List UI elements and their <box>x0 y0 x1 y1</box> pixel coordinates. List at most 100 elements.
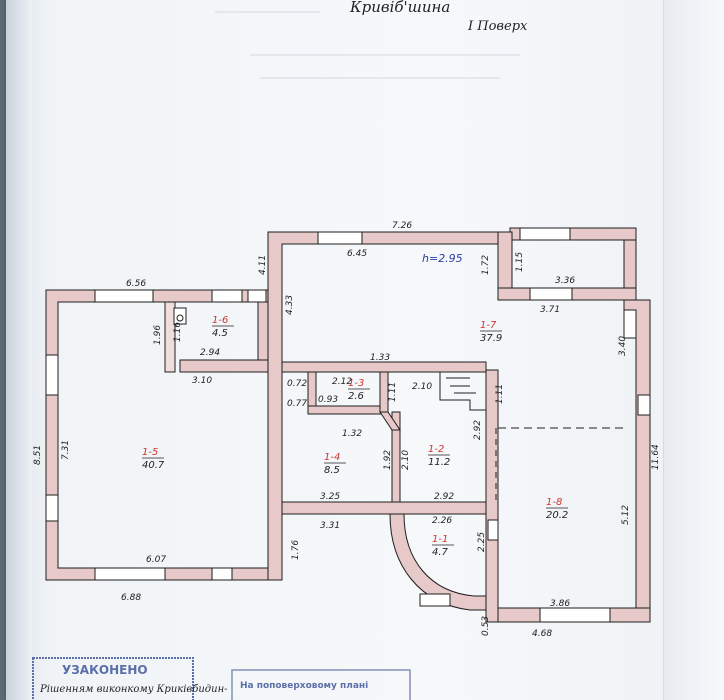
plan-note-stamp: На поповерховому плані <box>231 669 411 700</box>
dimension-label: 2.92 <box>434 492 454 502</box>
dimension-label: 7.31 <box>61 440 71 460</box>
room-label-1-6: 1-64.5 <box>212 315 234 339</box>
sheet-edge <box>6 0 32 700</box>
dimension-label: 6.45 <box>347 249 367 259</box>
dimension-label: 1.72 <box>481 255 491 275</box>
room-id: 1-5 <box>142 447 158 458</box>
room-label-1-7: 1-7 37.9 <box>480 320 502 344</box>
dimension-label: 3.36 <box>555 276 575 286</box>
room-label-1-8: 1-8 20.2 <box>546 497 568 521</box>
stamp-plan-note: На поповерховому плані <box>240 680 368 691</box>
room-area: 2.6 <box>348 391 364 402</box>
window <box>623 309 637 339</box>
window <box>317 231 363 245</box>
room-area: 37.9 <box>480 333 502 344</box>
window <box>519 227 571 241</box>
room-id: 1-2 <box>428 444 444 455</box>
window <box>211 567 233 581</box>
window <box>247 289 267 303</box>
room-area: 20.2 <box>546 510 568 521</box>
dimension-label: 0.53 <box>481 616 491 636</box>
wall-inner-top <box>281 361 487 373</box>
window <box>94 289 154 303</box>
wall-1-6-left <box>164 301 176 373</box>
dimension-label: 7.26 <box>392 221 412 231</box>
room-label-1-5: 1-5 40.7 <box>142 447 165 471</box>
room-area: 11.2 <box>428 457 450 468</box>
room-id: 1-4 <box>324 452 340 463</box>
room-label-1-1: 1-14.7 <box>432 534 454 558</box>
dimension-label: 5.12 <box>621 505 631 525</box>
dimension-label: 1.11 <box>495 384 505 404</box>
window <box>637 394 651 416</box>
dimension-label: 1.32 <box>342 429 362 439</box>
dimension-label: 2.10 <box>412 382 432 392</box>
dimension-label: 4.33 <box>285 295 295 315</box>
room-area: 8.5 <box>324 465 340 476</box>
wall-room-1-1-curve <box>389 513 487 611</box>
header-title: Кривіб'шина <box>349 0 450 16</box>
wall-1-4-bottom <box>281 501 487 515</box>
stamp-approved-line: Рішенням виконкому Криківбидин- <box>39 684 228 695</box>
stairs <box>439 372 486 411</box>
room-id: 1-6 <box>212 315 228 326</box>
dimension-label: 6.88 <box>121 593 141 603</box>
dimension-label: 1.33 <box>370 353 390 363</box>
room-id: 1-7 <box>480 320 497 331</box>
window <box>45 354 59 396</box>
room-area: 4.7 <box>432 547 449 558</box>
dimension-label: 2.94 <box>200 348 220 358</box>
window <box>487 519 499 541</box>
room-label-1-4: 1-48.5 <box>324 452 346 476</box>
room-label-1-2: 1-2 11.2 <box>428 444 450 468</box>
dimension-label: 3.40 <box>618 336 628 356</box>
window <box>539 607 611 623</box>
dimension-label: 8.51 <box>33 445 43 465</box>
dimension-label: 4.11 <box>258 255 268 275</box>
dimension-label: 3.71 <box>540 305 560 315</box>
dimension-label: 2.12 <box>332 377 352 387</box>
dimension-label: 6.07 <box>146 555 166 565</box>
dimension-label: 4.68 <box>532 629 552 639</box>
dimension-label: 2.92 <box>473 420 483 440</box>
right-page <box>663 0 724 700</box>
dimension-label: 2.25 <box>477 532 487 552</box>
dimension-label: 3.25 <box>320 492 340 502</box>
room-label-1-3: 1-32.6 <box>348 378 370 402</box>
window <box>529 287 573 301</box>
wall-1-2-slant <box>379 411 401 431</box>
dimension-label: 2.10 <box>401 450 411 470</box>
wall-1-3-bottom <box>307 405 383 415</box>
window <box>419 593 451 607</box>
dimension-label: 0.72 <box>287 379 307 389</box>
window <box>211 289 243 303</box>
dimension-label: 1.15 <box>515 252 525 272</box>
room-id: 1-8 <box>546 497 562 508</box>
dimension-label: 1.76 <box>291 540 301 560</box>
wall-1-6-bottom <box>179 359 271 373</box>
dimension-label: 1.16 <box>173 322 183 342</box>
dimension-label: 0.93 <box>318 395 338 405</box>
document-sheet <box>10 0 724 700</box>
room-area: 4.5 <box>212 328 228 339</box>
dimension-label: 3.10 <box>192 376 212 386</box>
dimension-label: 0.77 <box>287 399 307 409</box>
toilet-icon <box>173 307 187 325</box>
dimension-label: 1.96 <box>153 325 163 345</box>
ceiling-height-label: h=2.95 <box>422 252 463 265</box>
dimension-label: 3.86 <box>550 599 570 609</box>
dimension-label: 11.64 <box>651 444 661 470</box>
dimension-label: 3.31 <box>320 521 340 531</box>
approved-stamp: УЗАКОНЕНО Рішенням виконкому Криківбидин… <box>32 657 228 700</box>
room-area: 40.7 <box>142 460 165 471</box>
wall-room-1-8-left <box>485 369 499 623</box>
dimension-label: 1.11 <box>388 382 398 402</box>
window <box>94 567 166 581</box>
dimension-label: 1.92 <box>383 450 393 470</box>
dimension-label: 2.26 <box>432 516 452 526</box>
wall-1-3-right <box>379 371 389 413</box>
header-floor: I Поверх <box>467 19 528 34</box>
room-id: 1-3 <box>348 378 364 389</box>
window <box>45 494 59 522</box>
